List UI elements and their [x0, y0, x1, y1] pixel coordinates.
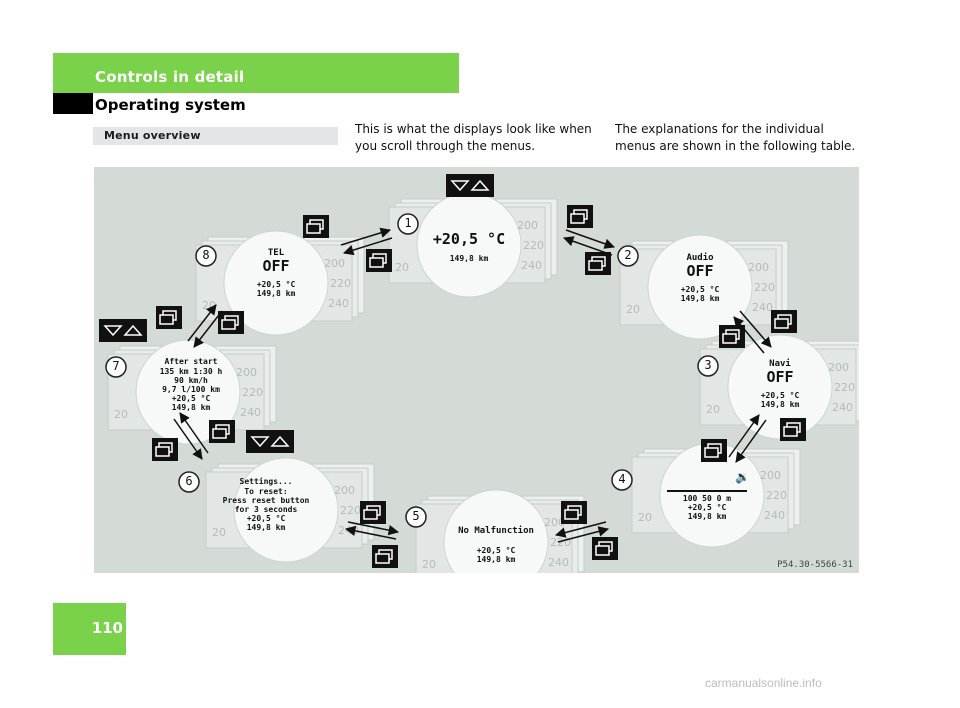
display-number-6: 6: [185, 474, 193, 489]
figure-reference: P54.30-5566-31: [777, 560, 853, 570]
page-number: 110: [91, 619, 123, 637]
watermark: carmanualsonline.info: [705, 676, 822, 690]
display-4-temp: +20,5 °C: [687, 502, 727, 512]
display-3-temp: +20,5 °C: [760, 391, 800, 401]
display-number-3: 3: [704, 358, 712, 373]
display-number-4: 4: [618, 472, 626, 487]
intro-text-right: The explanations for the individual menu…: [615, 122, 856, 153]
distance-scale-bar: [667, 489, 747, 492]
display-temperature: +20,5 °C 149,8 km: [415, 217, 523, 277]
display-number-7: 7: [112, 359, 120, 374]
intro-text-left: This is what the displays look like when…: [355, 122, 592, 153]
display-tel: TEL OFF +20,5 °C 149,8 km: [226, 240, 326, 306]
section-title: Controls in detail: [95, 68, 245, 86]
display-number-5: 5: [412, 509, 420, 524]
display-6-line1: Settings...: [239, 477, 293, 487]
display-8-title: TEL: [267, 247, 285, 258]
display-6-odo: 149,8 km: [246, 523, 286, 533]
chapter-title: Operating system: [95, 96, 246, 114]
display-2-status: OFF: [686, 261, 714, 280]
display-5-temp: +20,5 °C: [476, 545, 516, 555]
display-number-8: 8: [202, 248, 210, 263]
menu-overview-title: Menu overview: [104, 129, 201, 142]
display-3-status: OFF: [766, 367, 794, 386]
menu-figure-drawing: 200 220 240 20: [98, 173, 859, 573]
display-navi: Navi OFF +20,5 °C 149,8 km: [730, 351, 830, 417]
display-2-title: Audio: [686, 252, 714, 263]
display-settings: Settings... To reset: Press reset button…: [211, 467, 321, 543]
display-7-odo: 149,8 km: [171, 403, 211, 413]
menu-overview-bar: [93, 127, 338, 145]
display-7-line1: After start: [164, 357, 218, 367]
display-3-title: Navi: [769, 358, 791, 369]
display-2-odo: 149,8 km: [680, 294, 720, 304]
display-8-odo: 149,8 km: [256, 289, 296, 299]
display-6-line4: for 3 seconds: [234, 505, 298, 514]
display-6-temp: +20,5 °C: [246, 514, 286, 524]
display-distance: 🔉 100 50 0 m +20,5 °C 149,8 km: [642, 463, 772, 529]
display-trip: After start 135 km 1:30 h 90 km/h 9,7 l/…: [131, 351, 251, 419]
display-5-title: No Malfunction: [458, 525, 534, 536]
display-8-status: OFF: [262, 256, 290, 275]
display-number-2: 2: [624, 248, 632, 263]
menu-figure: 200 220 240 20: [94, 167, 859, 573]
display-1-temp: +20,5 °C: [432, 229, 506, 248]
page-number-box: [53, 603, 126, 655]
display-audio: Audio OFF +20,5 °C 149,8 km: [650, 241, 750, 315]
display-4-scale: 100 50 0 m: [682, 493, 732, 503]
display-6-line3: Press reset button: [222, 495, 310, 505]
display-1-odo: 149,8 km: [449, 254, 489, 264]
header-tab: [53, 93, 93, 114]
speaker-icon: 🔉: [735, 469, 750, 484]
display-5-odo: 149,8 km: [476, 555, 516, 565]
display-8-temp: +20,5 °C: [256, 280, 296, 290]
display-4-odo: 149,8 km: [687, 511, 727, 521]
display-3-odo: 149,8 km: [760, 400, 800, 410]
display-number-1: 1: [404, 216, 412, 231]
display-7-temp: +20,5 °C: [171, 394, 211, 404]
display-6-line2: To reset:: [244, 486, 288, 496]
display-2-temp: +20,5 °C: [680, 285, 720, 295]
header-bar: [53, 53, 459, 93]
display-7-line2: 135 km 1:30 h: [159, 366, 223, 376]
display-7-line4: 9,7 l/100 km: [162, 385, 220, 394]
display-7-line3: 90 km/h: [174, 375, 208, 385]
display-malfunction: No Malfunction +20,5 °C 149,8 km: [431, 519, 561, 571]
